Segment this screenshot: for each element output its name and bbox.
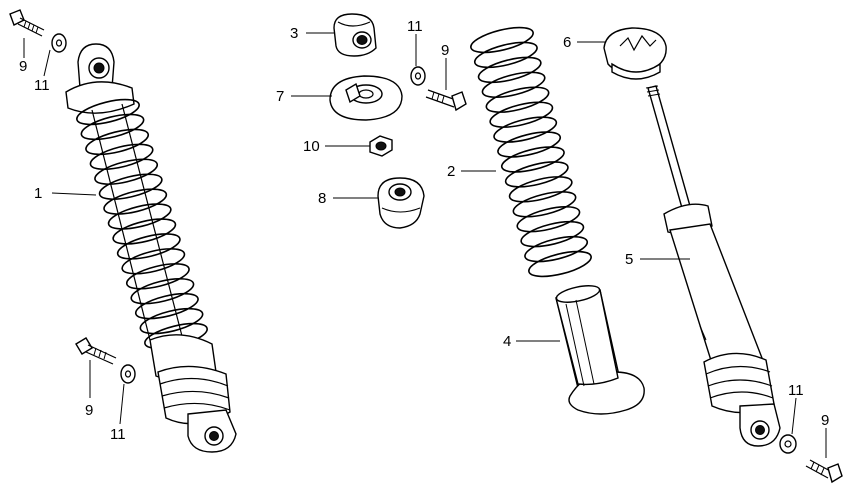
spring-coil	[112, 218, 177, 245]
spring-adjuster-6	[603, 27, 667, 80]
spring-coil	[121, 248, 186, 275]
nut-10	[369, 135, 393, 157]
callout-11-upper-middle: 11	[407, 18, 423, 35]
spring-coil	[528, 250, 592, 278]
spring-coil	[470, 26, 534, 54]
spring-coil	[512, 191, 577, 218]
washer-lower-left	[120, 364, 136, 384]
damper-5	[645, 85, 781, 447]
spring-coil	[524, 235, 589, 263]
spring-2	[470, 26, 592, 278]
spring-coil	[116, 233, 181, 260]
callout-5: 5	[625, 251, 633, 268]
spring-coil	[508, 176, 573, 203]
spring-coil	[516, 205, 581, 233]
washer-lower-right	[779, 434, 797, 454]
spring-coil	[497, 131, 562, 158]
callout-11-lower-left: 11	[110, 426, 126, 443]
shock-absorber-assembly	[65, 43, 237, 453]
spring-coil	[125, 263, 190, 290]
spring-coil	[80, 113, 145, 141]
spring-coil	[89, 143, 154, 171]
callout-7: 7	[276, 88, 284, 105]
spring-coil	[139, 307, 204, 335]
spring-coil	[473, 41, 538, 69]
spring-coil	[85, 128, 150, 156]
spring-coil	[130, 277, 195, 305]
callout-labels: 1 2 3 4 5 6 7 8 9 9 9 9 10 11 11 11 11	[19, 18, 829, 443]
spring-coil	[107, 203, 172, 230]
spring-coil	[98, 173, 163, 200]
callout-2: 2	[447, 163, 455, 180]
spring-coil	[504, 161, 569, 188]
spring-coil	[493, 116, 558, 143]
washer-upper-middle	[410, 66, 426, 86]
spring-coil	[520, 220, 585, 248]
spring-seat-7	[329, 75, 403, 121]
callout-8: 8	[318, 190, 326, 207]
callout-9-upper-middle: 9	[441, 42, 449, 59]
callout-11-lower-right: 11	[788, 382, 804, 399]
bolt-upper-middle	[425, 89, 467, 112]
callout-1: 1	[34, 185, 42, 202]
bolt-lower-left	[75, 337, 117, 365]
assembled-spring	[76, 98, 208, 350]
spring-coil	[481, 71, 546, 99]
spring-coil	[489, 101, 554, 128]
spring-coil	[500, 146, 565, 173]
spring-coil	[94, 158, 159, 185]
spring-coil	[103, 188, 168, 215]
callout-11-top-left: 11	[34, 77, 50, 94]
leader-lines	[23, 32, 827, 458]
spring-coil	[485, 86, 550, 113]
callout-9-top-left: 9	[19, 58, 27, 75]
callout-10: 10	[303, 138, 320, 155]
spring-coil	[134, 292, 199, 320]
callout-9-lower-left: 9	[85, 402, 93, 419]
rubber-bushing-3	[333, 13, 377, 57]
bolt-top-left	[9, 9, 45, 37]
spring-coil	[477, 56, 542, 84]
rubber-bushing-8	[377, 177, 425, 229]
washer-top-left	[51, 33, 67, 53]
callout-9-lower-right: 9	[821, 412, 829, 429]
callout-3: 3	[290, 25, 298, 42]
spring-coil	[76, 98, 140, 126]
bolt-lower-right	[805, 459, 843, 484]
spring-guide-4	[555, 285, 645, 415]
callout-6: 6	[563, 34, 571, 51]
callout-4: 4	[503, 333, 511, 350]
